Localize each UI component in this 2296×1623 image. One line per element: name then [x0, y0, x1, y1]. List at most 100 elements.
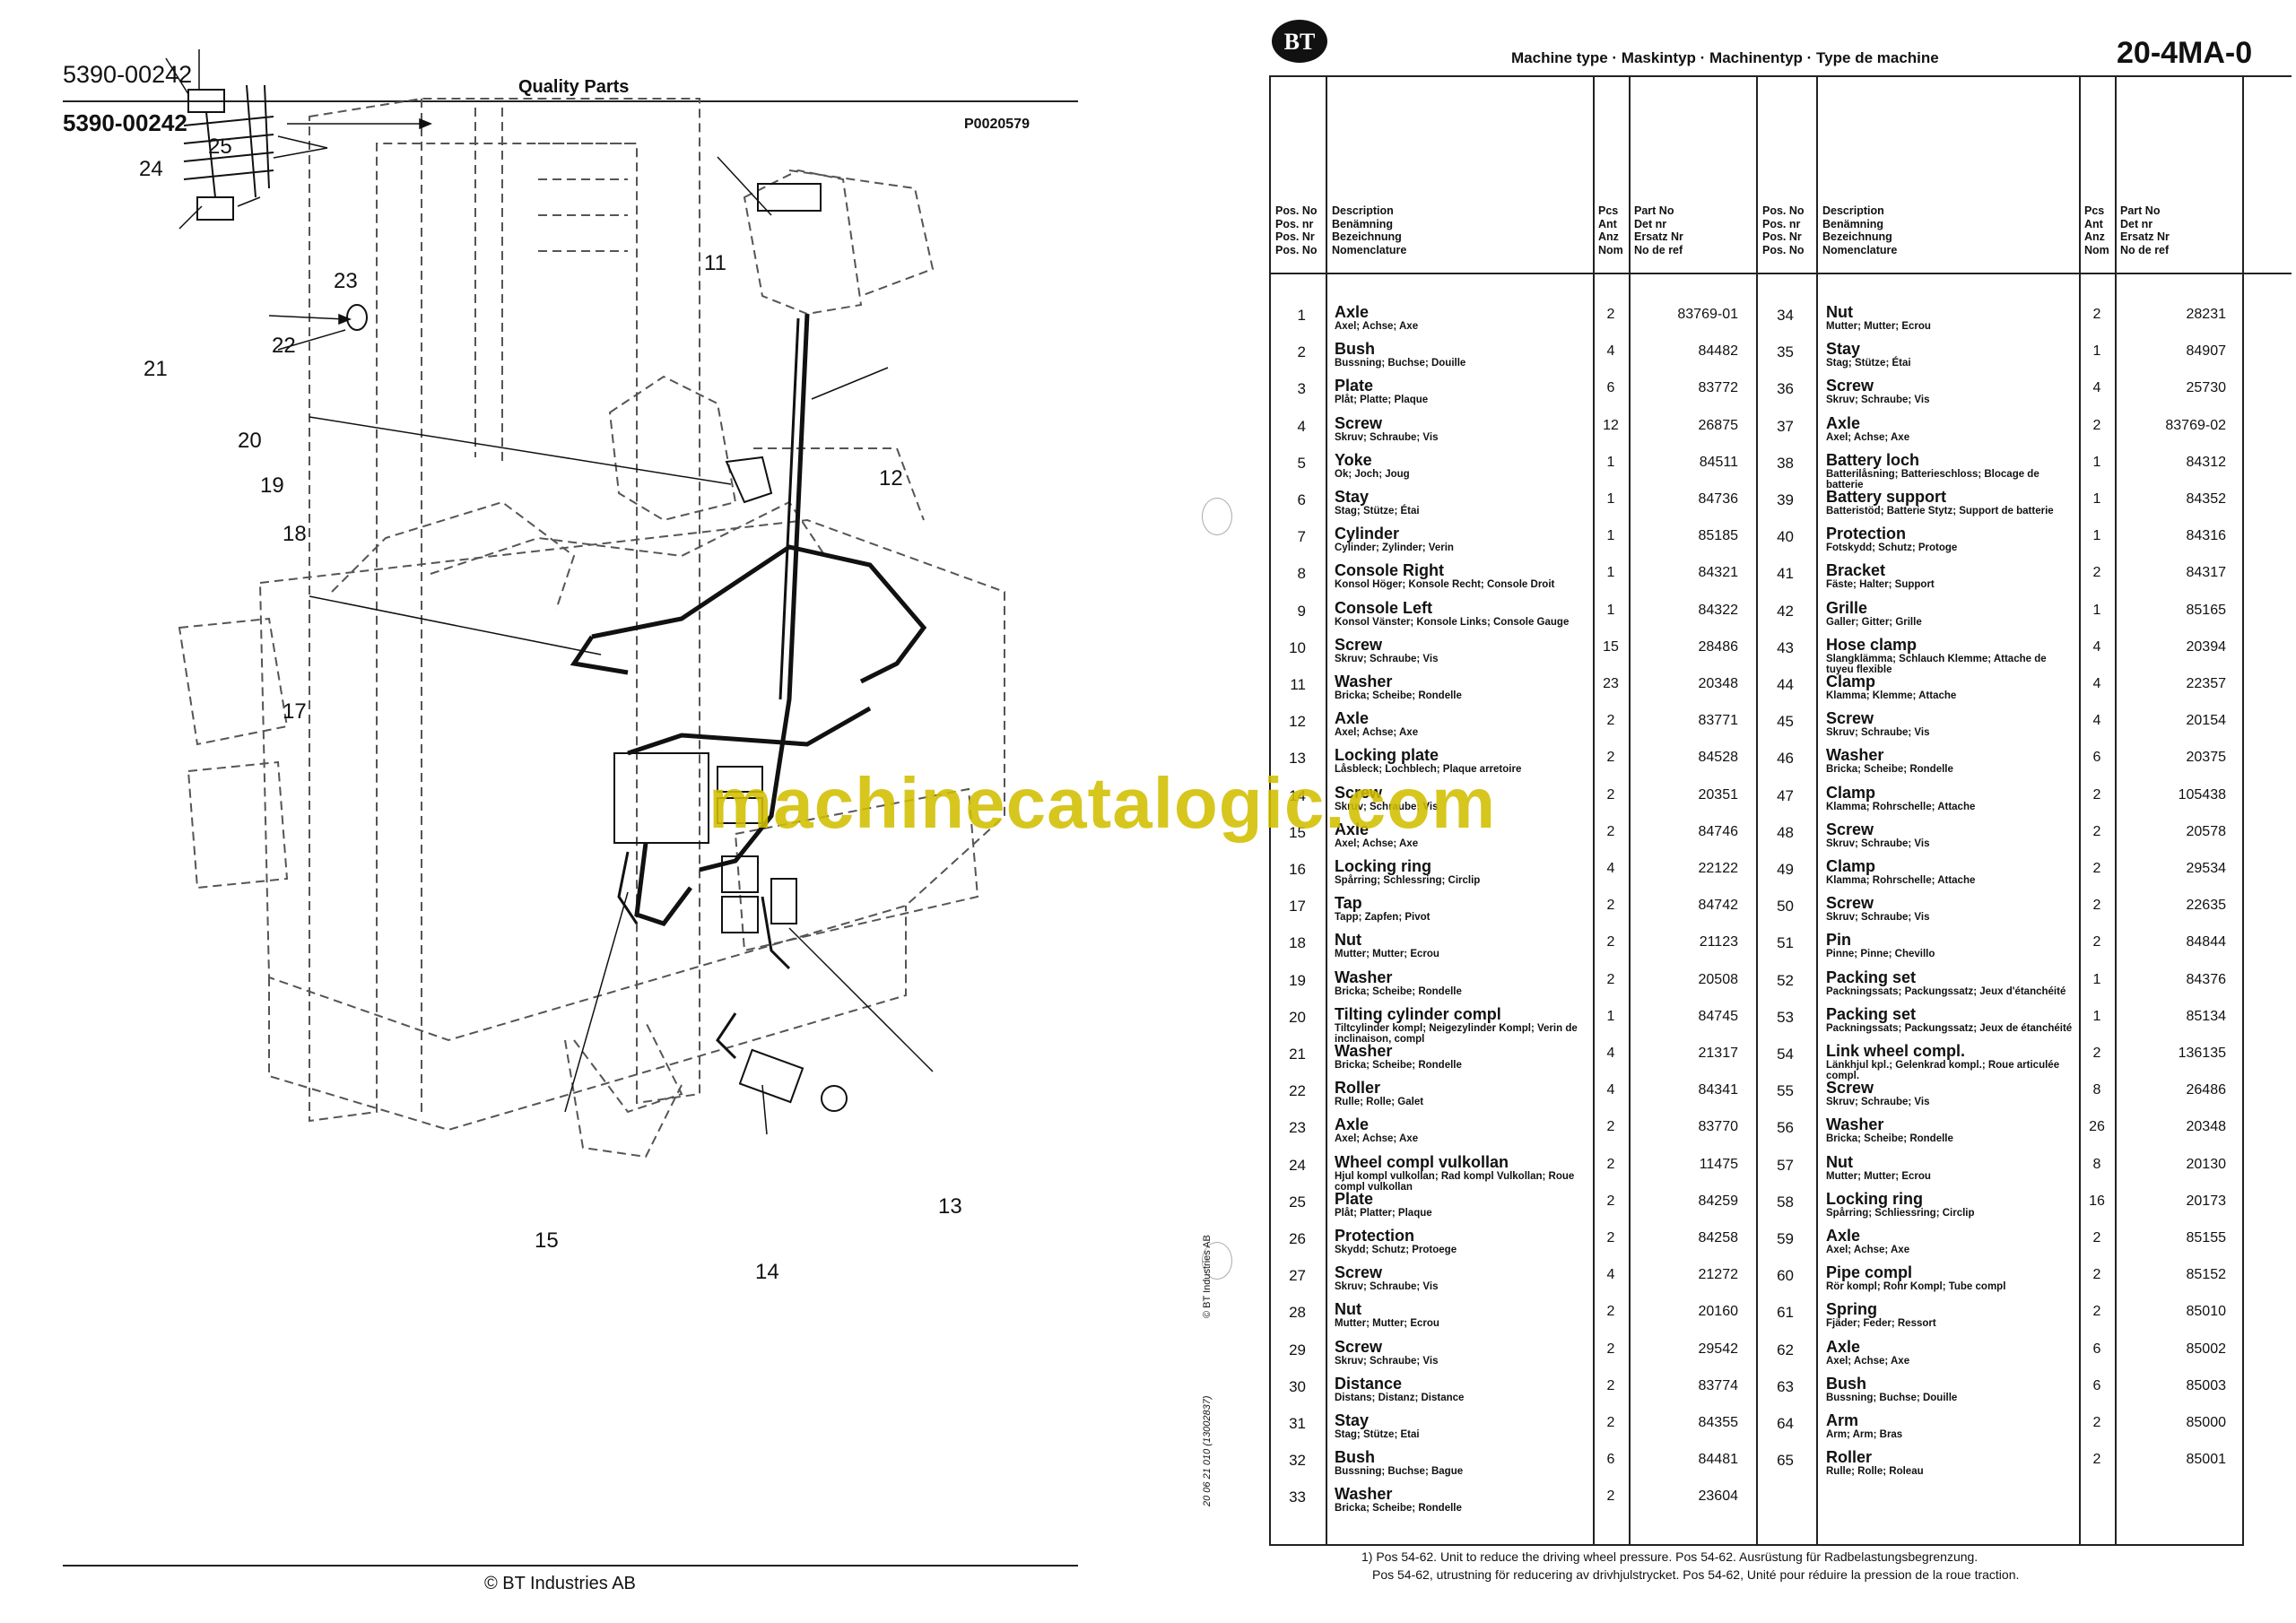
row-part: 84742	[1698, 898, 1739, 914]
row-name: Screw	[1335, 1337, 1383, 1356]
row-pos: 48	[1777, 823, 1794, 841]
row-name: Battery loch	[1826, 450, 1920, 469]
row-pos: 14	[1289, 786, 1306, 804]
row-sub: Tiltcylinder kompl; Neigezylinder Kompl;…	[1335, 1022, 1578, 1045]
row-pos: 10	[1289, 638, 1306, 656]
row-name: Screw	[1335, 635, 1383, 654]
row-sub: Skruv; Schraube; Vis	[1335, 1281, 1439, 1293]
row-name: Axle	[1335, 1115, 1370, 1134]
row-pos: 63	[1777, 1377, 1794, 1395]
row-sub: Pinne; Pinne; Chevillo	[1826, 949, 1935, 960]
row-pos: 23	[1289, 1119, 1306, 1137]
row-pos: 4	[1297, 417, 1306, 435]
callout-13: 13	[938, 1194, 962, 1219]
row-pos: 33	[1289, 1488, 1306, 1506]
row-part: 83770	[1698, 1119, 1739, 1135]
row-pos: 52	[1777, 971, 1794, 989]
row-pos: 43	[1777, 638, 1794, 656]
table-border	[1593, 75, 1595, 1546]
callout-23: 23	[334, 269, 358, 293]
row-pos: 8	[1297, 565, 1306, 583]
row-qty: 1	[2092, 528, 2101, 544]
row-sub: Bricka; Scheibe; Rondelle	[1335, 690, 1462, 701]
row-qty: 2	[1606, 1377, 1615, 1393]
row-sub: Axel; Achse; Axe	[1335, 838, 1419, 849]
row-qty: 4	[1606, 861, 1615, 876]
row-part: 84746	[1698, 823, 1739, 839]
row-part: 26875	[1698, 417, 1739, 433]
row-qty: 2	[1606, 1230, 1615, 1245]
row-sub: Skruv; Schraube; Vis	[1335, 431, 1439, 443]
row-sub: Konsol Vänster; Konsole Links; Console G…	[1335, 616, 1570, 628]
row-part: 84482	[1698, 343, 1739, 360]
row-qty: 2	[2092, 1415, 2101, 1430]
row-part: 84745	[1698, 1008, 1739, 1024]
row-qty: 1	[1606, 602, 1615, 618]
row-part: 84907	[2186, 343, 2227, 360]
row-sub: Axel; Achse; Axe	[1335, 321, 1419, 332]
row-qty: 15	[1603, 638, 1619, 655]
row-part: 20394	[2186, 638, 2227, 655]
row-pos: 22	[1289, 1082, 1306, 1100]
valve-part	[738, 1048, 804, 1104]
row-name: Plate	[1335, 1189, 1374, 1208]
row-qty: 2	[2092, 898, 2101, 914]
row-qty: 4	[2092, 638, 2101, 655]
row-part: 85165	[2186, 602, 2227, 618]
row-qty: 2	[2092, 565, 2101, 581]
row-qty: 16	[2089, 1193, 2105, 1209]
table-border	[1756, 75, 1758, 1546]
row-sub: Axel; Achse; Axe	[1826, 1245, 1910, 1255]
row-pos: 26	[1289, 1230, 1306, 1247]
row-part: 83769-02	[2165, 417, 2226, 433]
footnote-line-2: Pos 54-62, utrustning för reducering av …	[1372, 1567, 2020, 1582]
footnote-line-1: 1) Pos 54-62. Unit to reduce the driving…	[1361, 1549, 1979, 1564]
row-qty: 4	[1606, 343, 1615, 360]
row-qty: 2	[1606, 971, 1615, 987]
table-border	[2079, 75, 2081, 1546]
row-name: Console Right	[1335, 561, 1444, 580]
row-pos: 11	[1290, 676, 1306, 693]
row-pos: 25	[1289, 1193, 1306, 1211]
row-part: 20154	[2186, 713, 2227, 729]
left-page: 5390-00242 Quality Parts 5390-00242 P002…	[63, 49, 1078, 1593]
callout-14: 14	[755, 1260, 779, 1284]
row-qty: 2	[1606, 307, 1615, 322]
row-part: 11475	[1699, 1156, 1738, 1172]
punch-hole	[1202, 1242, 1232, 1280]
row-name: Link wheel compl.	[1826, 1042, 1966, 1060]
row-name: Yoke	[1335, 450, 1372, 469]
row-qty: 2	[1606, 1488, 1615, 1505]
row-qty: 4	[1606, 1082, 1615, 1098]
row-qty: 4	[1606, 1046, 1615, 1061]
row-pos: 53	[1777, 1008, 1794, 1026]
row-name: Nut	[1335, 1300, 1361, 1319]
table-header-rule	[1269, 273, 2292, 274]
row-part: 22357	[2186, 676, 2227, 691]
row-qty: 6	[2092, 1377, 2101, 1393]
row-part: 84321	[1698, 565, 1739, 581]
row-sub: Bricka; Scheibe; Rondelle	[1335, 1503, 1462, 1515]
row-pos: 17	[1289, 898, 1306, 916]
row-sub: Skruv; Schraube; Vis	[1826, 912, 1930, 924]
row-name: Axle	[1826, 1337, 1861, 1356]
row-sub: Bussning; Buchse; Bague	[1335, 1466, 1464, 1478]
